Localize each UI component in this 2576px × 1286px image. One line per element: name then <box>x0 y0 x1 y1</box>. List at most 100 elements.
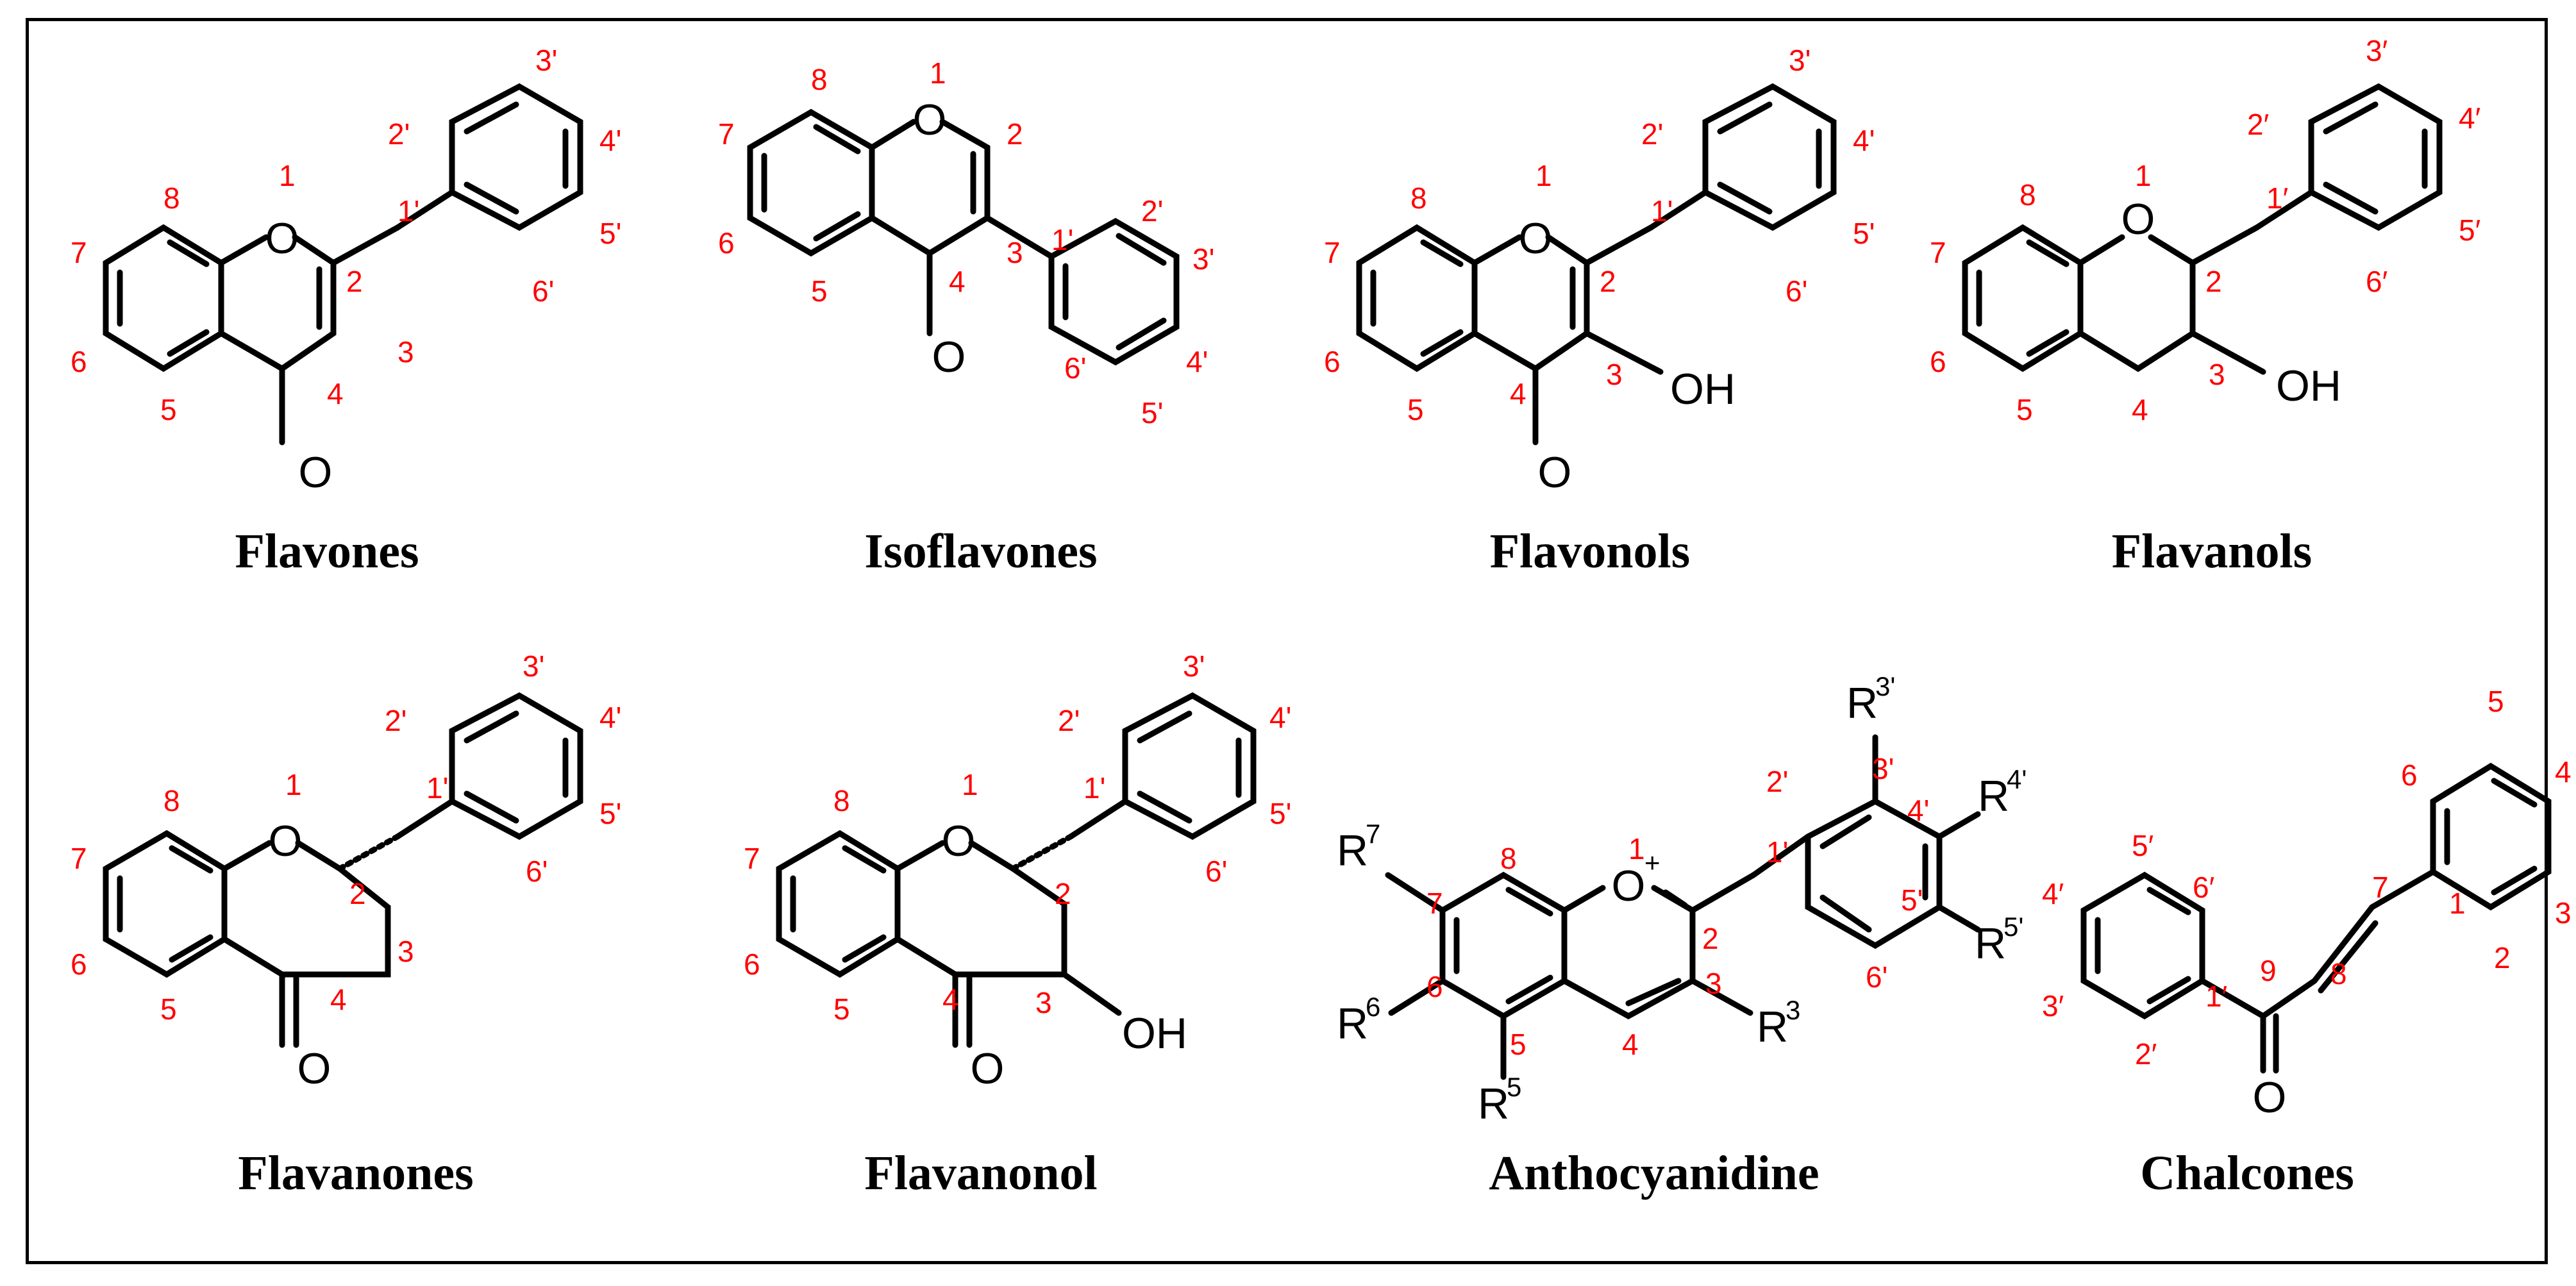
structure-flavanols: O OH 1 2 3 4 5 6 7 8 1′ 2′ 3′ 4′ 5′ 6′ F… <box>1930 34 2480 578</box>
bond-line <box>1061 971 1122 1016</box>
bond-line <box>117 239 210 357</box>
atom-position-number: 1' <box>397 194 419 228</box>
bond-line <box>747 108 875 257</box>
atom-position-number: 7 <box>71 236 87 269</box>
atom-position-number: 3 <box>397 335 414 369</box>
bond-line <box>2323 101 2428 215</box>
bond-line <box>2077 234 2196 372</box>
atom-position-number: 5 <box>160 393 177 426</box>
bond-line <box>117 845 213 963</box>
atom-label: + <box>1644 848 1660 878</box>
atom-position-number: 6 <box>718 226 735 260</box>
atom-position-number: 4' <box>1853 124 1875 157</box>
atom-position-number: 8 <box>163 181 180 215</box>
atom-position-number: 1 <box>279 159 296 192</box>
bond-line <box>1385 872 1753 1080</box>
bond-line <box>790 845 887 963</box>
atom-position-number: 7 <box>1426 887 1443 920</box>
atom-label: O <box>942 817 976 865</box>
atom-position-number: 4' <box>599 124 621 157</box>
bond-line <box>1648 83 1837 231</box>
atom-position-number: 4 <box>327 377 344 410</box>
atom-position-number: 5' <box>599 797 621 830</box>
atom-position-number: 1 <box>962 768 978 801</box>
atom-position-number: 2 <box>346 265 363 298</box>
atom-position-number: 4' <box>1186 345 1208 378</box>
label-isoflavones: Isoflavones <box>864 524 1097 578</box>
atom-position-number: 4 <box>2555 755 2572 789</box>
label-flavanones: Flavanones <box>238 1146 473 1200</box>
atom-position-number: 4 <box>2132 393 2148 426</box>
atom-position-number: 8 <box>2020 178 2036 212</box>
atom-label: 4' <box>2007 764 2027 794</box>
atom-position-number: 3 <box>1705 967 1722 1000</box>
atom-position-number: 9 <box>2260 954 2277 987</box>
structure-chalcones: O 1 2 3 4 5 6 7 8 9 1′ 2′ 3′ 4′ 5′ 6′ Ch… <box>2042 685 2572 1200</box>
bond-line <box>464 101 569 215</box>
bond-line <box>2260 1013 2279 1074</box>
atom-label: R <box>1337 999 1368 1048</box>
atom-position-number: 8 <box>2330 957 2347 990</box>
atom-label: O <box>1519 214 1553 263</box>
atom-position-number: 3 <box>1035 986 1052 1019</box>
bond-line <box>464 710 569 824</box>
atom-position-number: 8 <box>811 63 828 96</box>
atom-label: R <box>1478 1080 1509 1128</box>
atom-label: 5 <box>1507 1072 1521 1102</box>
bond-line <box>221 840 391 978</box>
bond-line <box>2189 330 2266 375</box>
atom-position-number: 1 <box>2135 159 2152 192</box>
bond-line <box>2318 920 2379 994</box>
atom-position-number: 5 <box>1407 393 1424 426</box>
bond-line <box>337 833 401 872</box>
atom-position-number: 4 <box>330 983 347 1016</box>
atom-label: R <box>1337 826 1368 875</box>
atom-position-number: 3 <box>1606 358 1623 391</box>
bond-line <box>103 224 224 372</box>
structure-isoflavones: O O 1 2 3 4 5 6 7 8 1' 2' 3' 4' 5' 6' Is… <box>718 56 1214 578</box>
atom-position-number: 2' <box>1641 117 1663 151</box>
atom-position-number: 4 <box>1622 1028 1639 1061</box>
atom-label: O <box>2121 195 2155 244</box>
atom-position-number: 3' <box>535 44 557 77</box>
structure-flavonols: O O OH 1 2 3 4 5 6 7 8 1' 2' 3' 4' 5' 6'… <box>1324 44 1875 578</box>
bond-line <box>1584 224 1654 266</box>
atom-position-number: 3 <box>2555 896 2572 930</box>
atom-position-number: 3' <box>1872 752 1894 785</box>
atom-position-number: 8 <box>833 784 850 817</box>
atom-position-number: 5' <box>1901 883 1923 917</box>
atom-position-number: 5 <box>2488 685 2504 718</box>
atom-position-number: 6 <box>744 948 760 981</box>
atom-label: O <box>1538 448 1572 497</box>
bond-line <box>2095 887 2191 1005</box>
label-anthocyanidine: Anthocyanidine <box>1489 1146 1819 1200</box>
atom-position-number: 4' <box>1907 794 1929 827</box>
bond-line <box>1067 692 1257 840</box>
atom-label: 5' <box>2003 912 2023 942</box>
atom-position-number: 5 <box>160 992 177 1026</box>
atom-position-number: 2' <box>388 117 410 151</box>
bond-line <box>1356 224 1478 372</box>
atom-position-number: 7 <box>71 842 87 875</box>
structure-flavanonol: O O OH 1 2 3 4 5 6 7 8 1' 2' 3' 4' 5' 6'… <box>744 649 1291 1200</box>
atom-position-number: 2 <box>349 877 366 910</box>
atom-position-number: 2 <box>1600 265 1616 298</box>
atom-position-number: 4' <box>599 701 621 734</box>
atom-position-number: 7 <box>1324 236 1341 269</box>
bond-line <box>279 971 299 1048</box>
bond-line <box>1370 239 1464 357</box>
atom-position-number: 3' <box>1183 649 1205 683</box>
atom-label: R <box>1978 772 2009 821</box>
atom-position-number: 5 <box>811 274 828 308</box>
atom-label: R <box>1757 1003 1788 1051</box>
atom-position-number: 3 <box>2209 358 2225 391</box>
atom-position-number: 5 <box>833 992 850 1026</box>
atom-o1: O <box>265 214 299 263</box>
atom-position-number: 3' <box>1192 242 1214 276</box>
bond-line <box>1976 239 2070 357</box>
atom-position-number: 2' <box>385 704 406 737</box>
atom-position-number: 3' <box>1789 44 1811 77</box>
atom-position-number: 6 <box>71 948 87 981</box>
atom-position-number: 2 <box>2205 265 2222 298</box>
bond-line <box>1584 330 1664 375</box>
